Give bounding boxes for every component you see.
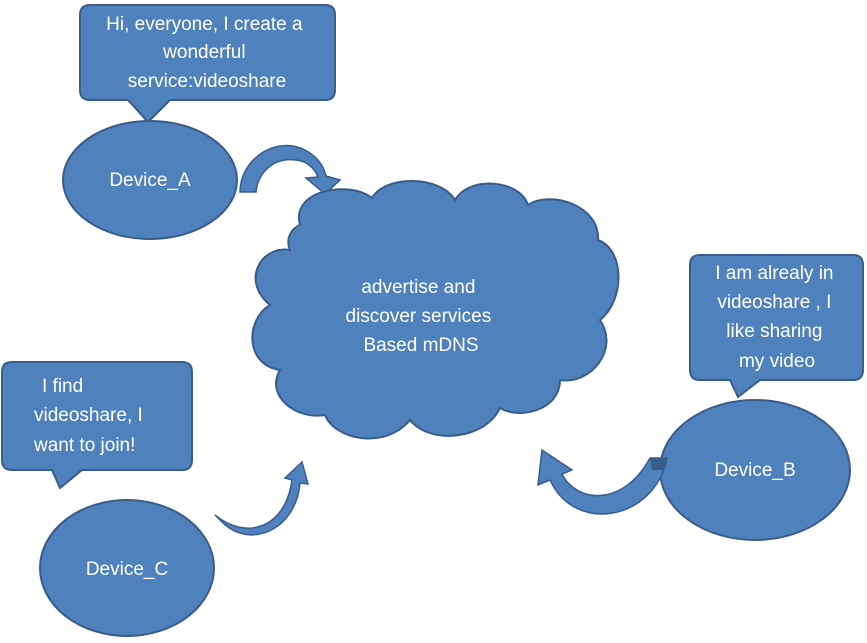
callout-device-c-text: I find videoshare, I want to join! (33, 376, 148, 456)
callout-device-a: Hi, everyone, I create a wonderful servi… (79, 4, 336, 124)
device-a-label: Device_A (109, 170, 191, 191)
callout-device-a-text: Hi, everyone, I create a wonderful servi… (106, 14, 308, 92)
callout-device-b-text: I am alrealy in videoshare , I like shar… (715, 263, 839, 372)
callout-device-a-line-1: Hi, everyone, I create a (106, 14, 303, 35)
cloud-line-1: advertise and (361, 277, 475, 298)
callout-device-c-line-2: videoshare, I (34, 405, 143, 426)
callout-device-b-line-1: I am alrealy in (715, 263, 833, 284)
mdns-cloud: advertise and discover services Based mD… (251, 180, 620, 440)
callout-device-b-line-2: videoshare , I (717, 292, 831, 313)
device-b-node: Device_B (659, 399, 851, 541)
device-c-label: Device_C (86, 559, 168, 580)
callout-device-c-line-3: want to join! (33, 435, 135, 456)
callout-device-a-line-3: service:videoshare (128, 71, 286, 92)
callout-device-b: I am alrealy in videoshare , I like shar… (689, 254, 864, 399)
callout-device-a-line-2: wonderful (162, 42, 245, 63)
callout-device-b-line-3: like sharing (726, 321, 822, 342)
cloud-text: advertise and discover services Based mD… (346, 277, 497, 356)
callout-device-c-line-1: I find (42, 376, 83, 397)
device-b-label: Device_B (714, 460, 795, 481)
device-c-node: Device_C (39, 499, 215, 637)
arrow-device-a-to-cloud (239, 144, 342, 196)
callout-device-c: I find videoshare, I want to join! (1, 361, 193, 490)
callout-device-b-line-4: my video (739, 351, 815, 372)
cloud-line-3: Based mDNS (363, 335, 478, 356)
arrow-device-c-to-cloud (214, 460, 310, 536)
cloud-line-2: discover services (346, 306, 492, 327)
device-a-node: Device_A (62, 120, 238, 240)
arrow-device-b-to-cloud (537, 448, 668, 515)
